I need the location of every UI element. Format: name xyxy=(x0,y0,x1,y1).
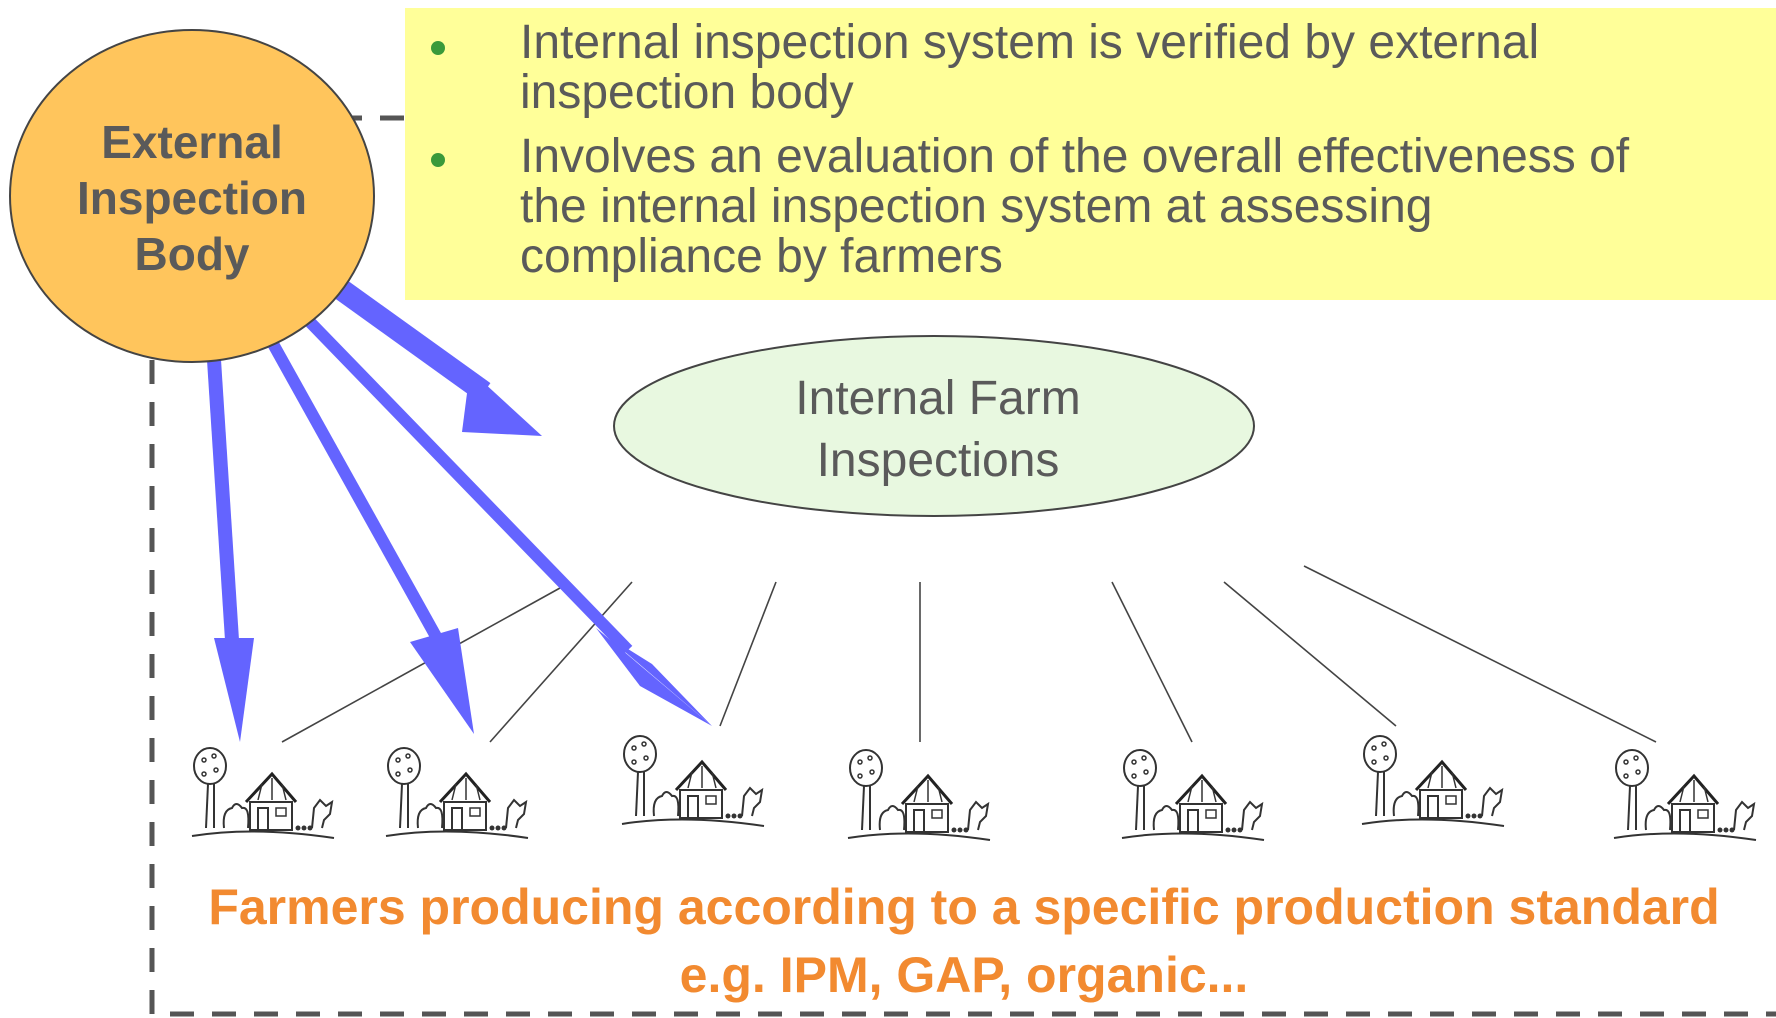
bullet-1-icon xyxy=(431,41,445,55)
farmhouse-icon xyxy=(384,746,530,840)
external-inspection-body: External Inspection Body xyxy=(9,29,375,363)
connector-line xyxy=(1111,581,1193,743)
internal-farm-inspections: Internal Farm Inspections xyxy=(613,335,1255,517)
note-bullet-1-line-1: Internal inspection system is verified b… xyxy=(520,16,1539,69)
note-bullet-2-line-1: Involves an evaluation of the overall ef… xyxy=(520,130,1630,183)
farmhouse-icon xyxy=(1612,748,1758,842)
connector-line xyxy=(489,581,633,743)
note-bullet-2-line-3: compliance by farmers xyxy=(520,230,1003,283)
farmhouse-icon xyxy=(846,748,992,842)
note-bullet-list: Internal inspection system is verified b… xyxy=(431,16,1630,283)
arrow-to-farm-2 xyxy=(266,339,474,734)
bullet-2-icon xyxy=(431,153,445,167)
farmhouse-icon xyxy=(620,734,766,828)
farmers-caption-line-1: Farmers producing according to a specifi… xyxy=(208,879,1719,935)
note-bullet-2-line-2: the internal inspection system at assess… xyxy=(520,180,1432,233)
farmhouse-icon xyxy=(1360,734,1506,828)
connector-line xyxy=(719,581,777,727)
external-body-line-1: External xyxy=(101,116,283,168)
farm-row xyxy=(190,734,1758,842)
farmhouse-icon xyxy=(190,746,336,840)
note-box xyxy=(405,8,1776,300)
connector-line xyxy=(281,587,561,743)
arrow-to-farm-3 xyxy=(303,315,712,726)
farmhouse-icon xyxy=(1120,748,1266,842)
farmers-caption-line-2: e.g. IPM, GAP, organic... xyxy=(680,947,1249,1003)
arrow-to-farm-1 xyxy=(207,359,254,742)
connector-line xyxy=(1303,565,1657,743)
internal-inspections-line-2: Inspections xyxy=(817,434,1060,487)
internal-inspections-line-1: Internal Farm xyxy=(795,372,1080,425)
external-body-line-2: Inspection xyxy=(77,172,307,224)
arrow-to-internal-inspections xyxy=(335,281,542,436)
note-bullet-1-line-2: inspection body xyxy=(520,66,854,119)
inspection-arrows xyxy=(207,281,712,742)
external-body-line-3: Body xyxy=(135,228,250,280)
connector-line xyxy=(1223,581,1397,727)
connector-lines xyxy=(281,565,1657,743)
